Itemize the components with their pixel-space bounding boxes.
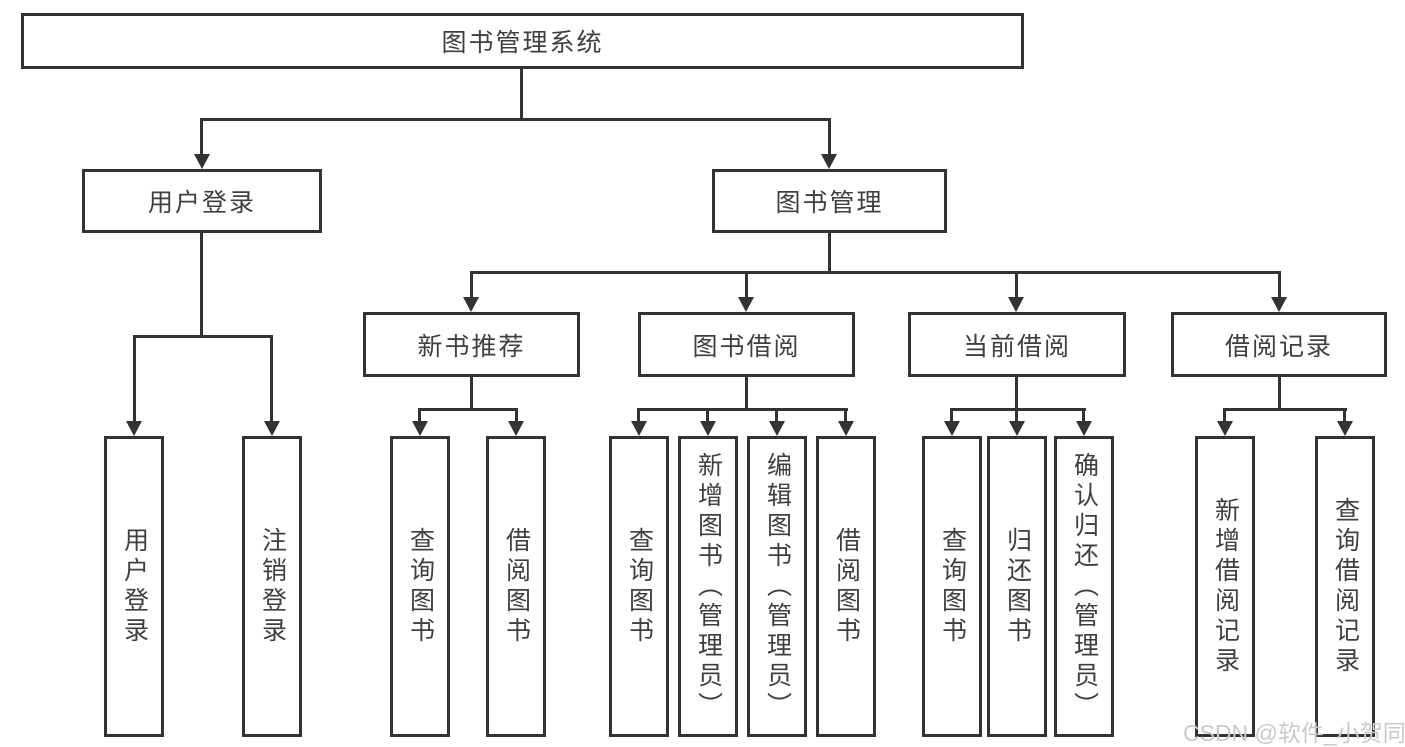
arrowhead-down-icon xyxy=(738,297,754,312)
leaf-logout: 注销登录 xyxy=(242,436,302,737)
leaf-cb-query-books: 查询图书 xyxy=(922,436,982,737)
connector-line-v xyxy=(1223,408,1226,422)
arrowhead-down-icon xyxy=(126,421,142,436)
node-borrowing-records: 借阅记录 xyxy=(1171,312,1387,377)
connector-line-v xyxy=(515,408,518,422)
connector-line-v xyxy=(133,335,136,422)
arrowhead-down-icon xyxy=(264,421,280,436)
node-user-login: 用户登录 xyxy=(82,169,322,233)
arrowhead-down-icon xyxy=(1337,421,1353,436)
arrowhead-down-icon xyxy=(194,154,210,169)
connector-line-v xyxy=(950,408,953,422)
node-new-book-recommend: 新书推荐 xyxy=(363,312,580,377)
connector-line-v xyxy=(1015,271,1018,298)
arrowhead-down-icon xyxy=(1076,421,1092,436)
connector-line-h xyxy=(133,335,273,338)
node-current-borrowing: 当前借阅 xyxy=(908,312,1126,377)
connector-line-h xyxy=(470,271,1280,274)
leaf-br-query-record: 查询借阅记录 xyxy=(1315,436,1375,737)
connector-line-v xyxy=(828,233,831,271)
arrowhead-down-icon xyxy=(1217,421,1233,436)
connector-line-v xyxy=(418,408,421,422)
leaf-br-add-record: 新增借阅记录 xyxy=(1195,436,1255,737)
connector-line-v xyxy=(200,118,203,156)
connector-line-h xyxy=(418,408,518,411)
connector-line-h xyxy=(200,118,831,121)
connector-line-v xyxy=(1082,408,1085,422)
arrowhead-down-icon xyxy=(508,421,524,436)
leaf-nbr-query-books: 查询图书 xyxy=(390,436,450,737)
arrowhead-down-icon xyxy=(463,297,479,312)
arrowhead-down-icon xyxy=(1008,297,1024,312)
connector-line-v xyxy=(637,408,640,422)
connector-line-v xyxy=(200,233,203,335)
connector-line-v xyxy=(1343,408,1346,422)
arrowhead-down-icon xyxy=(1271,297,1287,312)
connector-line-v xyxy=(270,335,273,422)
connector-line-h xyxy=(950,408,1086,411)
leaf-cb-confirm-return-admin: 确认归还（管理员） xyxy=(1054,436,1114,737)
arrowhead-down-icon xyxy=(700,421,716,436)
leaf-bb-borrow-books: 借阅图书 xyxy=(816,436,876,737)
connector-line-v xyxy=(1015,408,1018,422)
arrowhead-down-icon xyxy=(1009,421,1025,436)
connector-line-v xyxy=(706,408,709,422)
arrowhead-down-icon xyxy=(944,421,960,436)
connector-line-v xyxy=(470,377,473,408)
leaf-bb-query-books: 查询图书 xyxy=(609,436,669,737)
connector-line-v xyxy=(1015,377,1018,408)
connector-line-h xyxy=(637,408,848,411)
connector-line-v xyxy=(745,377,748,408)
connector-line-v xyxy=(470,271,473,298)
arrowhead-down-icon xyxy=(838,421,854,436)
connector-line-v xyxy=(1278,271,1281,298)
connector-line-v xyxy=(828,118,831,156)
leaf-cb-return-books: 归还图书 xyxy=(987,436,1047,737)
connector-line-v xyxy=(745,271,748,298)
leaf-nbr-borrow-books: 借阅图书 xyxy=(486,436,546,737)
leaf-bb-edit-book-admin: 编辑图书（管理员） xyxy=(747,436,807,737)
connector-line-h xyxy=(1223,408,1347,411)
node-book-borrowing: 图书借阅 xyxy=(638,312,855,377)
arrowhead-down-icon xyxy=(769,421,785,436)
node-library-management-system: 图书管理系统 xyxy=(21,13,1024,69)
connector-line-v xyxy=(775,408,778,422)
node-book-management: 图书管理 xyxy=(712,169,947,233)
connector-line-v xyxy=(1278,377,1281,408)
leaf-bb-add-book-admin: 新增图书（管理员） xyxy=(678,436,738,737)
csdn-watermark: CSDN @软件_小贺同学 xyxy=(1183,720,1405,746)
leaf-user-login: 用户登录 xyxy=(104,436,164,737)
arrowhead-down-icon xyxy=(631,421,647,436)
arrowhead-down-icon xyxy=(821,154,837,169)
arrowhead-down-icon xyxy=(412,421,428,436)
connector-line-v xyxy=(844,408,847,422)
connector-line-v xyxy=(520,69,523,118)
